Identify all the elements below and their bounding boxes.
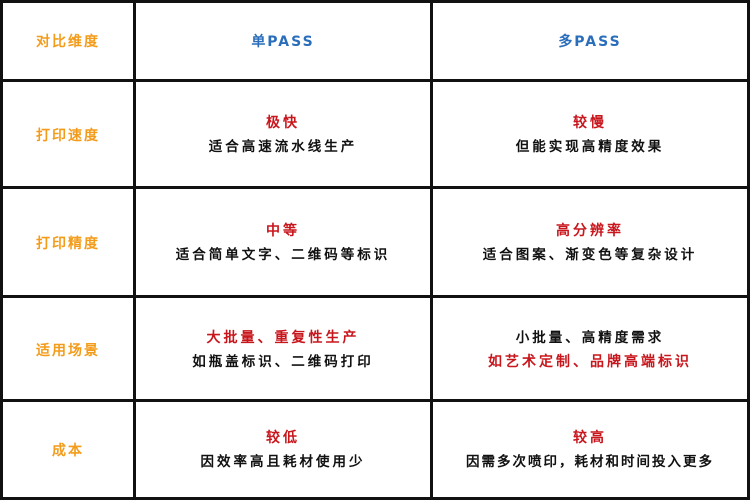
header-cell-multi-pass: 多PASS <box>433 3 747 79</box>
multi-pass-text: 适合图案、渐变色等复杂设计 <box>482 246 698 263</box>
multi-pass-cell: 较高 因需多次喷印，耗材和时间投入更多 <box>433 402 747 497</box>
single-pass-cell: 较低 因效率高且耗材使用少 <box>136 402 433 497</box>
single-pass-text: 适合高速流水线生产 <box>208 139 358 155</box>
multi-pass-cell: 小批量、高精度需求 如艺术定制、品牌高端标识 <box>433 298 747 401</box>
header-cell-single-pass: 单PASS <box>136 3 433 79</box>
table-row-cost: 成本 较低 因效率高且耗材使用少 较高 因需多次喷印，耗材和时间投入更多 <box>3 399 747 497</box>
multi-pass-highlight: 较慢 <box>573 115 607 131</box>
dimension-label: 打印精度 <box>36 235 100 252</box>
header-row: 对比维度 单PASS 多PASS <box>3 3 747 79</box>
table-row-print-precision: 打印精度 中等 适合简单文字、二维码等标识 高分辨率 适合图案、渐变色等复杂设计 <box>3 186 747 296</box>
multi-pass-highlight: 如艺术定制、品牌高端标识 <box>488 353 692 370</box>
dimension-cell: 打印速度 <box>3 82 136 188</box>
multi-pass-highlight: 高分辨率 <box>556 222 624 239</box>
dimension-cell: 成本 <box>3 402 136 497</box>
single-pass-text: 如瓶盖标识、二维码打印 <box>192 353 374 370</box>
single-pass-highlight: 较低 <box>266 429 300 446</box>
header-cell-dimension: 对比维度 <box>3 3 136 79</box>
multi-pass-text: 但能实现高精度效果 <box>515 139 665 155</box>
header-dimension-label: 对比维度 <box>36 34 100 50</box>
multi-pass-cell: 高分辨率 适合图案、渐变色等复杂设计 <box>433 189 747 296</box>
single-pass-text: 适合简单文字、二维码等标识 <box>175 246 391 263</box>
dimension-cell: 打印精度 <box>3 189 136 296</box>
single-pass-highlight: 大批量、重复性生产 <box>206 329 360 346</box>
dimension-label: 适用场景 <box>36 342 100 359</box>
dimension-label: 成本 <box>52 442 84 459</box>
single-pass-cell: 极快 适合高速流水线生产 <box>136 82 433 188</box>
dimension-label: 打印速度 <box>36 128 100 144</box>
multi-pass-cell: 较慢 但能实现高精度效果 <box>433 82 747 188</box>
multi-pass-text: 因需多次喷印，耗材和时间投入更多 <box>466 453 714 470</box>
dimension-cell: 适用场景 <box>3 298 136 401</box>
multi-pass-highlight: 较高 <box>573 429 607 446</box>
single-pass-highlight: 极快 <box>266 115 300 131</box>
table-row-print-speed: 打印速度 极快 适合高速流水线生产 较慢 但能实现高精度效果 <box>3 79 747 188</box>
header-multi-pass-label: 多PASS <box>558 34 622 50</box>
single-pass-cell: 大批量、重复性生产 如瓶盖标识、二维码打印 <box>136 298 433 401</box>
multi-pass-text: 小批量、高精度需求 <box>515 329 665 346</box>
table-row-use-cases: 适用场景 大批量、重复性生产 如瓶盖标识、二维码打印 小批量、高精度需求 如艺术… <box>3 295 747 401</box>
single-pass-cell: 中等 适合简单文字、二维码等标识 <box>136 189 433 296</box>
single-pass-text: 因效率高且耗材使用少 <box>200 453 366 470</box>
header-single-pass-label: 单PASS <box>251 34 315 50</box>
single-pass-highlight: 中等 <box>266 222 300 239</box>
